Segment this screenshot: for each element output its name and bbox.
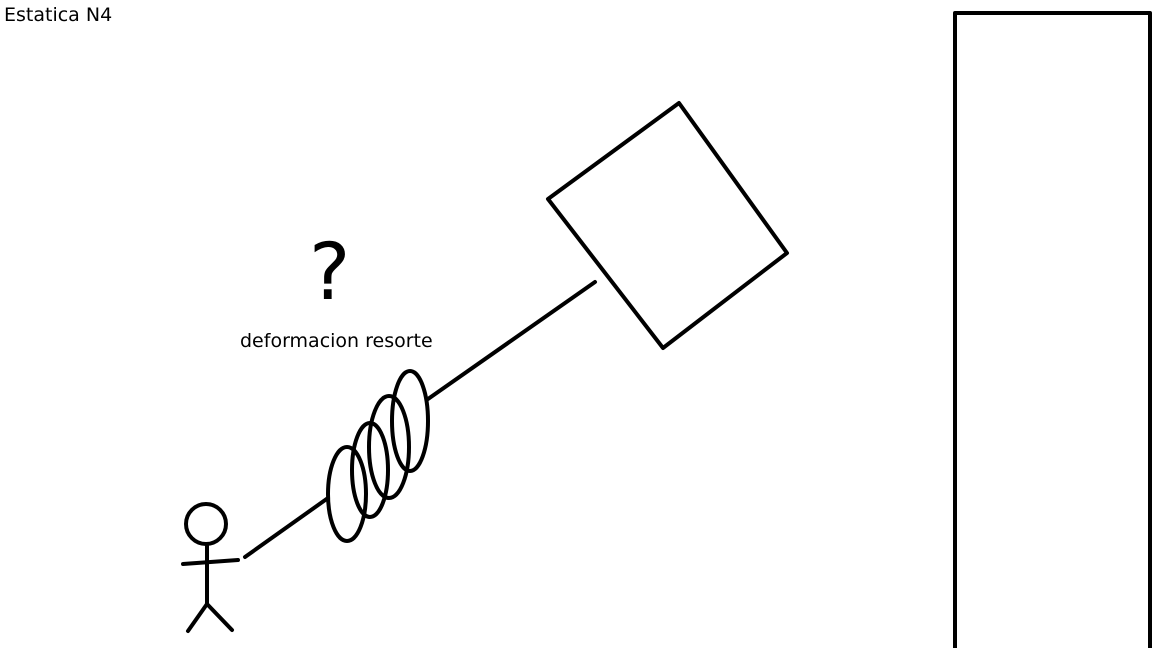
- rope-to-spring: [243, 496, 330, 559]
- stick-figure-arms: [181, 558, 240, 566]
- wall: [953, 11, 1152, 648]
- spring-coil-4: [390, 369, 430, 473]
- spring-coil-3: [367, 394, 411, 500]
- stick-figure-left-leg: [186, 602, 209, 633]
- block: [546, 101, 789, 350]
- stick-figure: [181, 502, 240, 633]
- spring: [326, 369, 430, 543]
- stick-figure-head: [184, 502, 228, 546]
- spring-coil-1: [326, 445, 368, 543]
- spring-deformation-label: deformacion resorte: [240, 330, 433, 352]
- stick-figure-right-leg: [205, 602, 234, 632]
- rope-to-block: [426, 280, 597, 401]
- question-mark: ?: [309, 228, 351, 318]
- page-title: Estatica N4: [4, 4, 113, 26]
